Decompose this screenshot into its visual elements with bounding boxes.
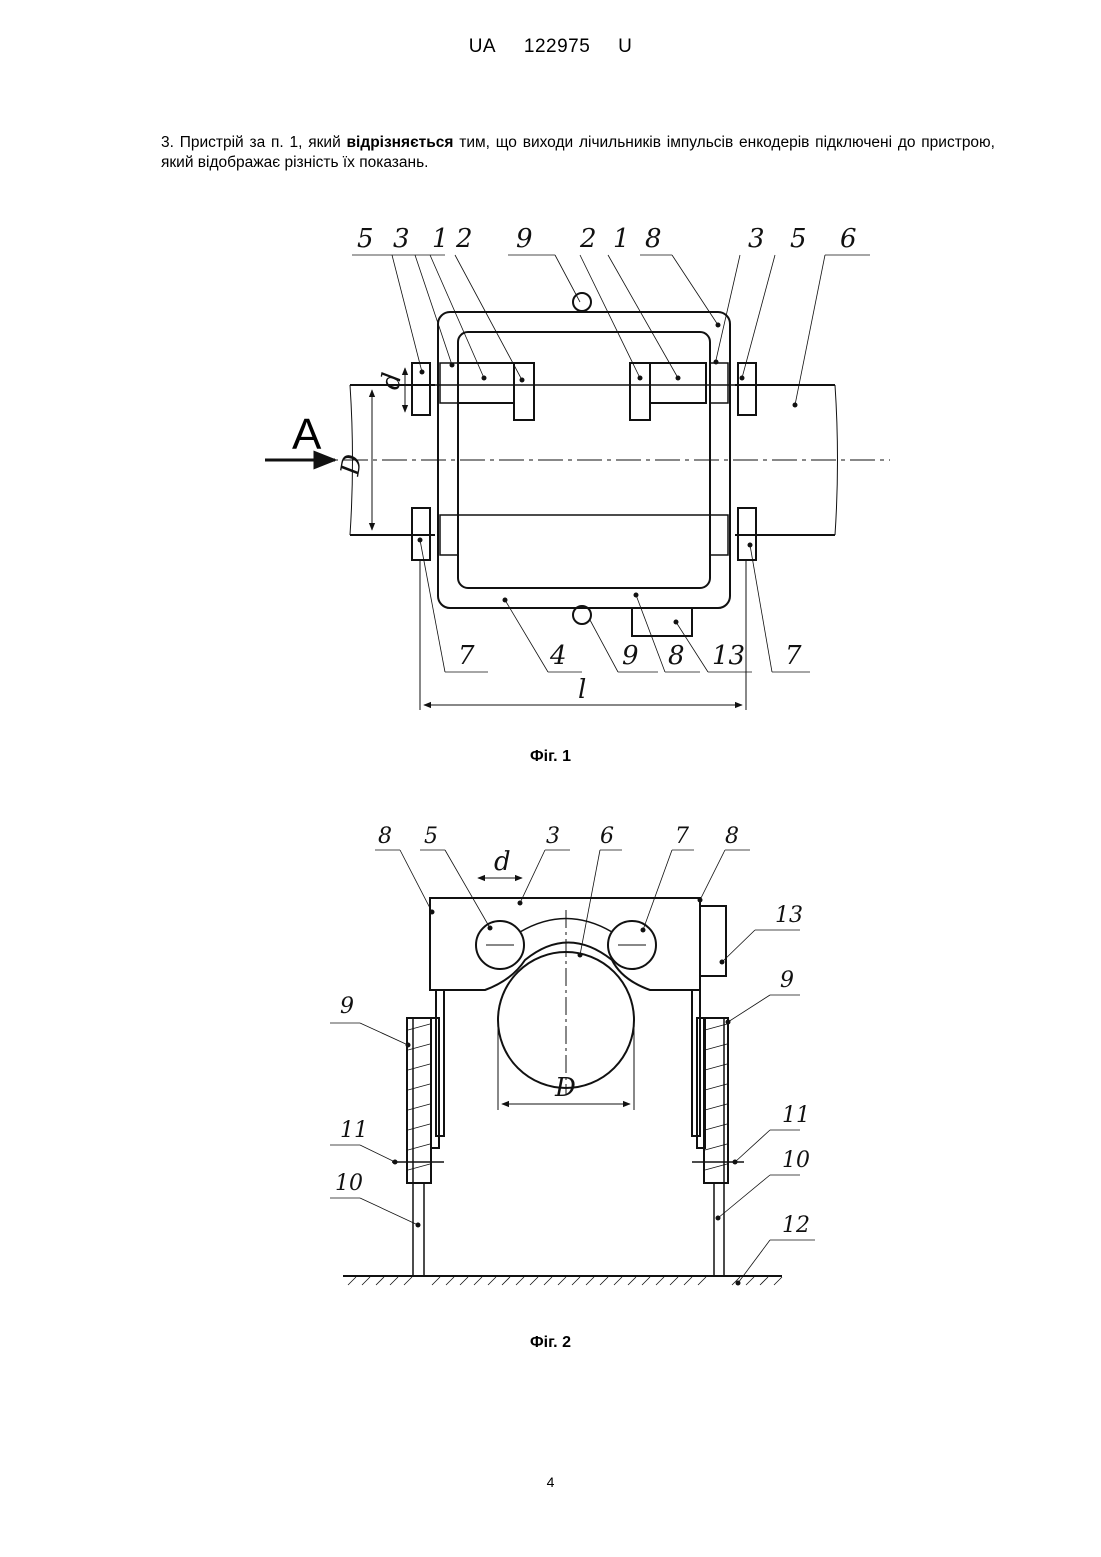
figure-2-caption: Фіг. 2 [0,1334,1101,1352]
fig2-dim-D: D [554,1073,576,1103]
fig2-top-label-2: 5 [424,824,438,849]
fig2-side-label-3: 9 [780,968,794,993]
page-number: 4 [0,1474,1101,1490]
fig2-side-label-8: 12 [782,1213,810,1238]
fig2-dim-d: d [494,847,511,877]
fig2-side-label-2: 9 [340,994,354,1019]
fig2-side-label-7: 10 [782,1148,810,1173]
fig2-top-label-1: 8 [378,824,392,849]
fig2-top-label-5: 7 [675,824,689,849]
fig2-top-label-6: 8 [725,824,739,849]
fig2-side-label-6: 10 [335,1171,363,1196]
fig2-top-label-4: 6 [600,824,614,849]
fig2-top-label-3: 3 [546,824,560,849]
fig2-side-label-1: 13 [775,903,803,928]
fig2-side-label-4: 11 [340,1118,368,1143]
fig2-side-label-5: 11 [782,1103,810,1128]
